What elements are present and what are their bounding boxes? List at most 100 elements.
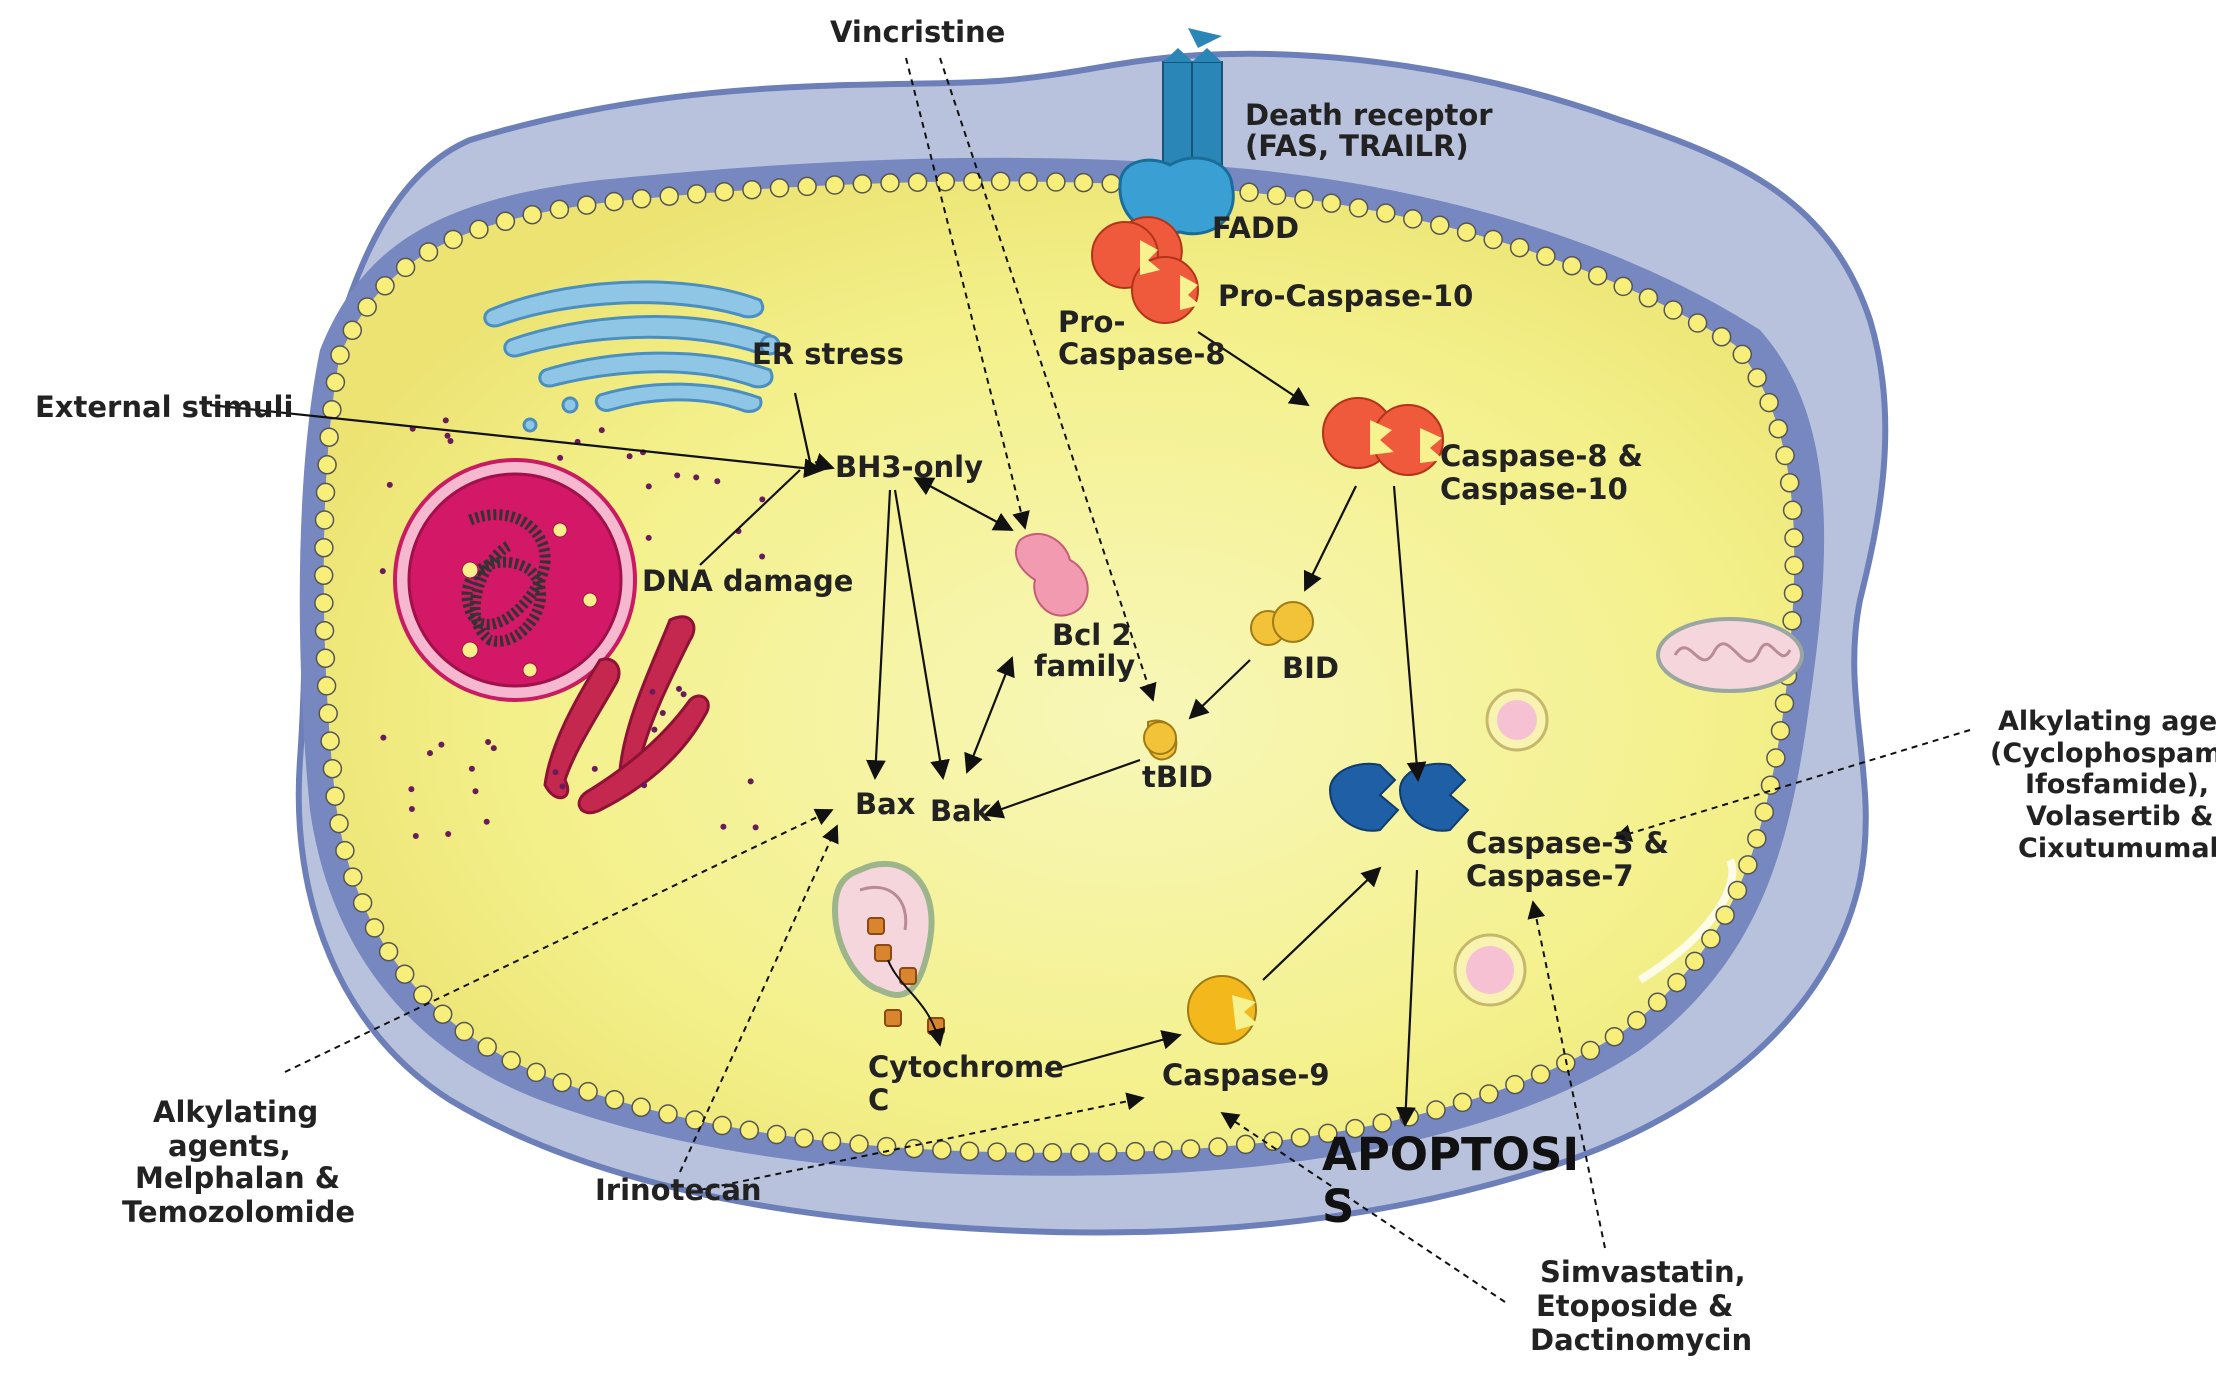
label-pro-caspase-10: Pro-Caspase-10 — [1218, 279, 1473, 313]
bid-protein — [1250, 601, 1314, 646]
label-death-receptor-1: Death receptor — [1245, 98, 1493, 132]
lipid-bead — [739, 1120, 760, 1141]
lipid-bead — [314, 510, 335, 530]
vesicle-1 — [1485, 688, 1549, 752]
tbid-protein — [1143, 719, 1178, 761]
lipid-bead — [685, 1110, 705, 1130]
label-bak: Bak — [930, 794, 992, 828]
lipid-bead — [712, 1115, 732, 1136]
lipid-bead — [1604, 1026, 1625, 1047]
label-fadd: FADD — [1212, 211, 1299, 245]
lipid-bead — [1627, 1010, 1647, 1031]
lipid-bead — [314, 593, 334, 613]
label-alk-left-1: Alkylating — [153, 1095, 318, 1129]
lipid-bead — [315, 648, 336, 669]
nucleus — [393, 458, 637, 702]
lipid-bead — [317, 455, 337, 475]
lipid-bead — [1101, 173, 1121, 194]
lipid-bead — [794, 1128, 814, 1149]
label-bid: BID — [1282, 651, 1339, 685]
lipid-bead — [1613, 276, 1633, 297]
ribosome-dot — [447, 438, 454, 444]
lipid-bead — [1483, 229, 1503, 250]
lipid-bead — [1687, 313, 1708, 333]
label-er-stress: ER stress — [752, 337, 904, 371]
lipid-bead — [604, 191, 624, 212]
label-simvastatin-3: Dactinomycin — [1530, 1323, 1752, 1357]
lipid-bead — [1663, 300, 1683, 320]
label-alk-right-3: Ifosfamide), — [2025, 769, 2209, 800]
lipid-bead — [1239, 182, 1259, 203]
ribosome-dot — [408, 806, 415, 812]
ribosome-dot — [747, 778, 754, 785]
lipid-bead — [330, 345, 350, 365]
lipid-bead — [576, 195, 597, 215]
lipid-bead — [1638, 288, 1659, 308]
er-ribosome-dots — [379, 417, 766, 839]
lipid-bead — [454, 1021, 474, 1042]
lipid-bead — [395, 257, 416, 278]
ribosome-dot — [651, 726, 658, 733]
label-bh3-only: BH3-only — [835, 450, 983, 484]
lipid-bead — [378, 941, 399, 962]
lipid-bead — [1667, 972, 1687, 993]
lipid-bead — [469, 219, 489, 240]
lipid-bead — [1738, 855, 1758, 875]
lipid-bead — [1768, 418, 1789, 439]
lipid-bead — [1426, 1100, 1446, 1120]
lipid-bead — [1779, 473, 1800, 493]
label-alk-left-4: Temozolomide — [122, 1195, 355, 1229]
lipid-bead — [1290, 1127, 1311, 1148]
lipid-bead — [1452, 1092, 1473, 1113]
caspase-9 — [1187, 975, 1258, 1045]
ribosome-dot — [379, 568, 386, 575]
ribosome-dot — [412, 833, 419, 839]
lipid-bead — [357, 297, 377, 317]
lipid-bead — [1014, 1142, 1035, 1163]
ribosome-dot — [557, 454, 564, 461]
lipid-bead — [1399, 1107, 1419, 1127]
solid-arrows — [209, 331, 1427, 1127]
lipid-bead — [418, 242, 439, 262]
label-caspase-8-10-2: Caspase-10 — [1440, 472, 1628, 506]
ribosome-dot — [693, 474, 700, 481]
lipid-bead — [1376, 203, 1396, 223]
ribosome-dot — [552, 769, 559, 776]
lipid-bead — [1479, 1084, 1499, 1104]
lipid-bead — [343, 867, 363, 887]
ribosome-dot — [598, 427, 605, 434]
lipid-bilayer-beads — [313, 171, 1804, 1163]
lipid-bead — [352, 893, 373, 913]
lipid-bead — [1587, 265, 1608, 286]
lipid-bead — [1266, 185, 1287, 206]
lipid-bead — [325, 786, 345, 806]
lipid-bead — [329, 813, 349, 834]
lipid-bead — [824, 175, 845, 195]
lipid-bead — [501, 1050, 521, 1071]
lipid-bead — [1018, 171, 1038, 192]
lipid-bead — [1782, 611, 1802, 631]
lipid-bead — [769, 178, 790, 198]
pro-caspase-orange — [1091, 216, 1200, 324]
lipid-bead — [1754, 802, 1775, 822]
ribosome-dot — [442, 417, 449, 424]
lipid-bead — [1046, 172, 1066, 192]
lipid-bead — [1562, 255, 1582, 276]
bcl2-protein — [1015, 533, 1089, 617]
label-alk-right-5: Cixutumumab — [2018, 833, 2216, 864]
lipid-bead — [876, 1136, 897, 1157]
label-cytochrome-2: C — [868, 1083, 889, 1117]
label-simvastatin-2: Etoposide & — [1536, 1289, 1733, 1323]
lipid-bead — [1430, 215, 1450, 235]
lipid-bead — [766, 1124, 787, 1145]
label-pro-caspase-8-1: Pro- — [1058, 305, 1126, 339]
lipid-bead — [552, 1072, 572, 1093]
lipid-bead — [578, 1081, 598, 1102]
ribosome-dot — [468, 765, 475, 772]
lipid-bead — [526, 1062, 546, 1083]
lipid-bead — [659, 186, 679, 206]
lipid-bead — [1715, 905, 1735, 925]
lipid-bead — [325, 372, 346, 393]
ribosome-dot — [485, 739, 492, 745]
